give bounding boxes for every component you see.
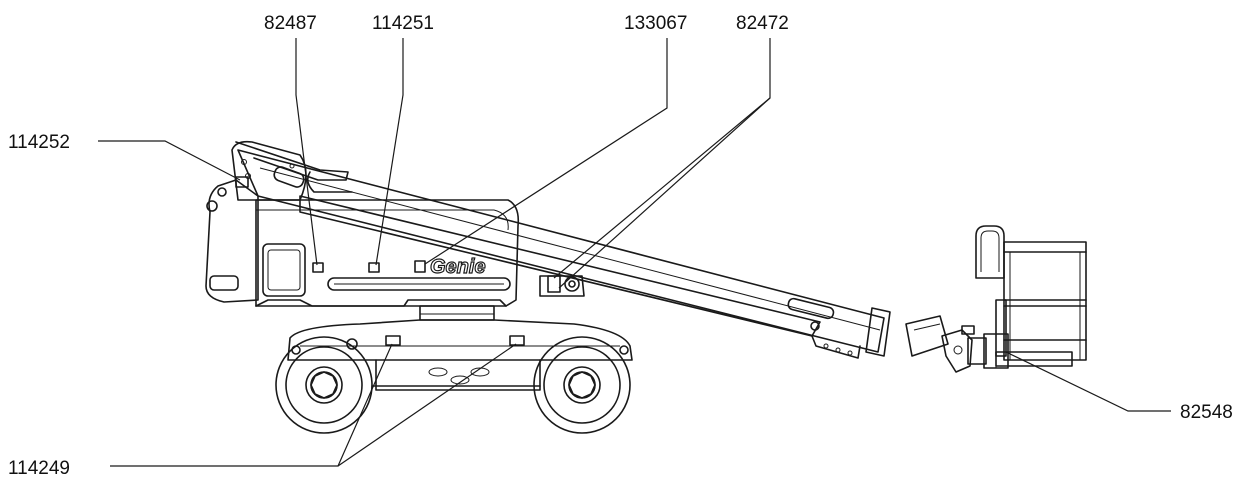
decal-114252 [235,176,249,188]
callout-label-82472: 82472 [736,13,789,34]
callout-label-114251: 114251 [372,13,434,34]
jib [905,315,1009,373]
leader-82548 [1005,351,1171,412]
leader-114249-b [337,343,517,467]
genie-logo: Genie [430,256,486,278]
decal-114249-b [509,335,525,346]
leader-82472-b [558,97,771,289]
decal-82487 [312,262,324,273]
decal-114251 [368,262,380,273]
callout-label-114249: 114249 [8,458,70,479]
leader-lines [98,38,1171,467]
decal-82472 [547,275,561,293]
callout-label-114252: 114252 [8,132,70,153]
callout-label-82487: 82487 [264,13,317,34]
leader-82472-a [553,38,771,279]
leader-114252 [98,140,241,181]
rear-wheel [275,336,373,434]
primary-boom [237,149,891,359]
decal-133067 [414,260,426,273]
slew-pedestal [419,305,495,321]
leader-114249-a [110,343,393,467]
turntable: Genie [205,140,585,307]
callout-label-133067: 133067 [624,13,687,34]
front-wheel [533,336,631,434]
decal-114249-a [385,335,401,346]
chassis [287,319,633,391]
callout-label-82548: 82548 [1180,402,1233,423]
leader-114251 [375,38,404,266]
leader-82487 [295,38,318,266]
platform-basket [975,225,1087,367]
boom-lift-machine: Genie [205,140,1087,434]
leader-133067 [424,38,668,265]
